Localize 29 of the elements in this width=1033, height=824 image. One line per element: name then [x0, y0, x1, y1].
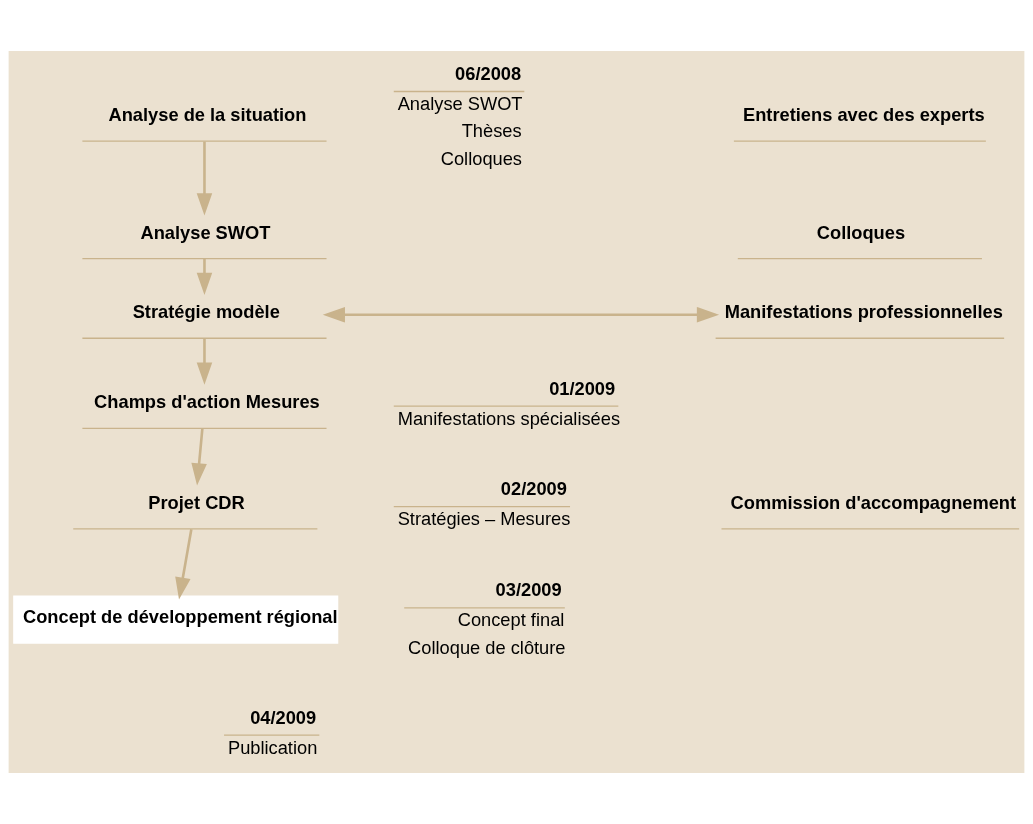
node-text: Projet CDR [148, 491, 245, 513]
arrow [191, 428, 207, 486]
node-text: Entretiens avec des experts [743, 104, 985, 126]
node-text: Analyse SWOT [140, 221, 271, 243]
label: Thèses [461, 120, 522, 142]
label: 02/2009 [500, 478, 567, 500]
label: 03/2009 [495, 579, 562, 601]
node-box: Concept de développement régional [13, 595, 339, 644]
arrow [175, 529, 193, 600]
node-text: Commission d'accompagnement [730, 491, 1017, 513]
arrow [196, 141, 213, 216]
label: Publication [227, 736, 318, 758]
node-text: Colloques [816, 221, 906, 243]
node-text: Manifestations professionnelles [724, 301, 1003, 323]
label: Colloque de clôture [408, 636, 566, 658]
label: Colloques [440, 147, 523, 169]
arrow [322, 306, 720, 323]
label: 06/2008 [455, 62, 522, 84]
node-text: Stratégie modèle [132, 301, 280, 323]
label: 04/2009 [250, 706, 317, 728]
label: 01/2009 [549, 377, 616, 399]
arrow [196, 338, 213, 385]
node-text: Analyse de la situation [108, 104, 307, 126]
arrow [196, 258, 213, 295]
node-text: Champs d'action Mesures [94, 391, 320, 413]
label: Manifestations spécialisées [397, 407, 621, 429]
label: Stratégies – Mesures [397, 508, 571, 530]
label: Concept final [457, 609, 565, 631]
label: Analyse SWOT [397, 93, 523, 115]
